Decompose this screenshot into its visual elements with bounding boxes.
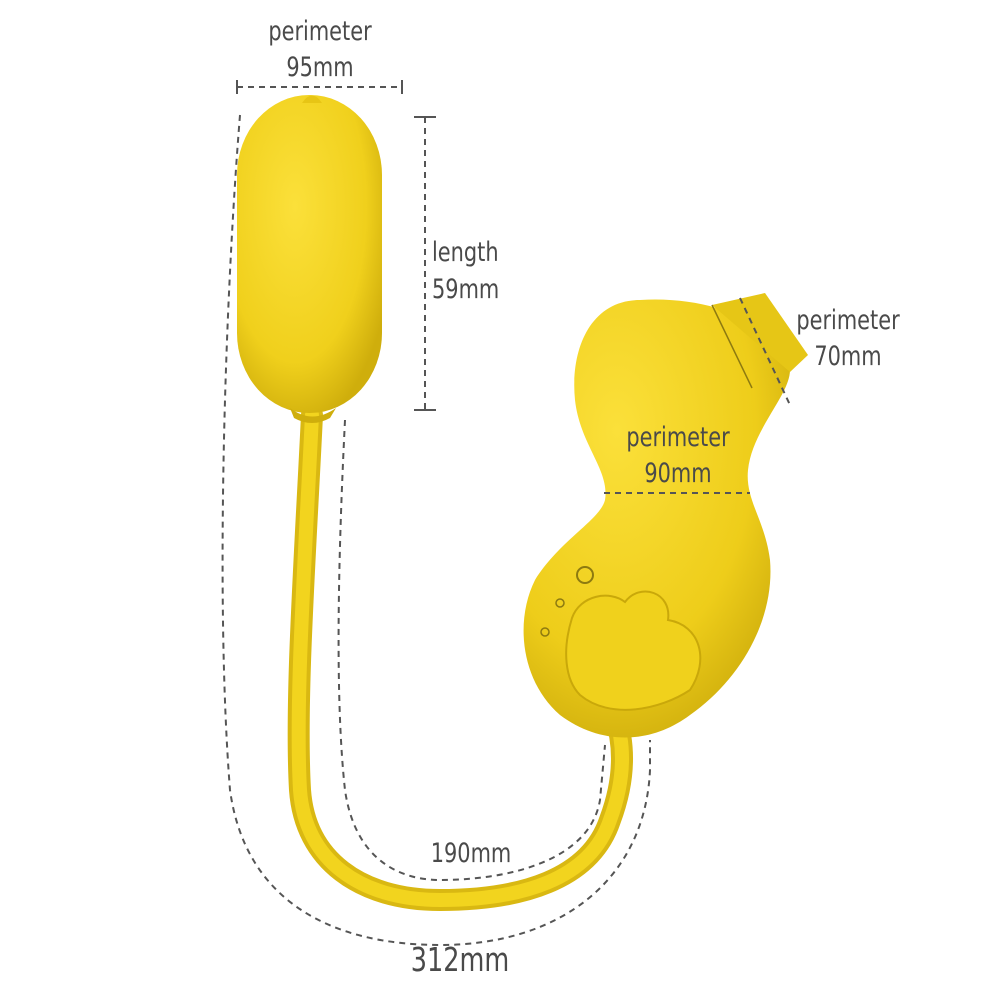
total-length-value: 312mm	[410, 940, 510, 979]
neck-perimeter-value: 90mm	[644, 458, 712, 489]
egg-perimeter-title: perimeter	[268, 16, 372, 47]
cord-inner-value: 190mm	[430, 838, 512, 869]
duck-body	[523, 293, 808, 738]
tip-perimeter-value: 70mm	[814, 341, 882, 372]
tip-perimeter-title: perimeter	[796, 305, 900, 336]
egg-bullet	[237, 95, 382, 423]
dimension-lines	[221, 80, 791, 947]
egg-length-title: length	[432, 237, 499, 268]
neck-perimeter-title: perimeter	[626, 422, 730, 453]
egg-perimeter-value: 95mm	[286, 52, 354, 83]
egg-length-value: 59mm	[432, 274, 500, 305]
